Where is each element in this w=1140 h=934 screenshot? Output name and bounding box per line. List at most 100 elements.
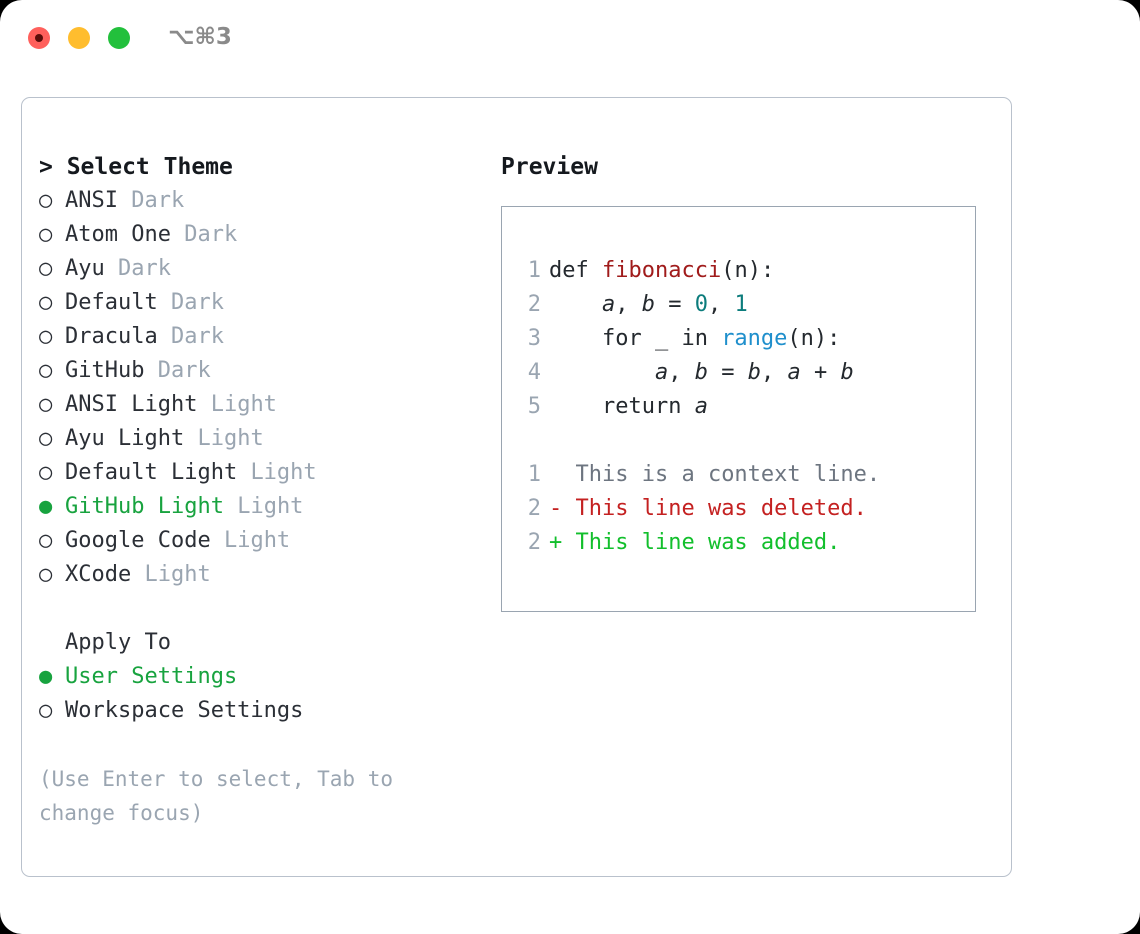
diff-text: This line was added.: [562, 530, 841, 555]
theme-list-header: > Select Theme: [39, 154, 233, 180]
line-number: 1: [527, 462, 541, 487]
radio-unselected-icon: ○: [39, 324, 53, 349]
code-token: b: [694, 360, 708, 385]
code-token: b: [641, 292, 655, 317]
preview-title: Preview: [501, 154, 598, 180]
theme-variant-label: Dark: [170, 324, 224, 349]
theme-variant-label: Dark: [184, 222, 238, 247]
code-token: ,: [760, 360, 788, 385]
theme-option-label: XCode: [65, 562, 132, 587]
theme-option-label: Dracula: [65, 324, 158, 349]
theme-option-dracula[interactable]: ○ Dracula Dark: [39, 320, 469, 354]
apply-to-option-workspace-settings[interactable]: ○Workspace Settings: [39, 694, 469, 728]
theme-option-label: ANSI Light: [65, 392, 198, 417]
line-number: 3: [527, 326, 541, 351]
theme-variant-label: Light: [210, 392, 277, 417]
radio-unselected-icon: ○: [39, 188, 53, 213]
radio-unselected-icon: ○: [39, 562, 53, 587]
code-token: a: [787, 360, 801, 385]
code-token: (n):: [787, 326, 841, 351]
code-token: +: [800, 360, 841, 385]
keyboard-shortcut-label: ⌥⌘3: [168, 24, 232, 50]
line-number: 4: [527, 360, 541, 385]
theme-option-github[interactable]: ○ GitHub Dark: [39, 354, 469, 388]
theme-picker-column: > Select Theme ○ANSI Dark○Atom One Dark○…: [39, 150, 469, 830]
theme-variant-label: Dark: [170, 290, 224, 315]
theme-option-github-light[interactable]: ●GitHub Light Light: [39, 490, 469, 524]
diff-line-text: This is a context line.: [549, 462, 880, 487]
diff-sign: +: [549, 530, 563, 555]
theme-option-label: ANSI: [65, 188, 118, 213]
code-token: 0: [694, 292, 708, 317]
theme-variant-label: Light: [237, 494, 304, 519]
theme-variant-label: Light: [250, 460, 317, 485]
theme-option-label: Ayu: [65, 256, 105, 281]
keyboard-hint: (Use Enter to select, Tab to change focu…: [39, 767, 394, 825]
apply-to-option-user-settings[interactable]: ● User Settings: [39, 660, 469, 694]
code-token: (n):: [721, 258, 775, 283]
code-token: fibonacci: [601, 258, 722, 283]
theme-option-default[interactable]: ○Default Dark: [39, 286, 469, 320]
line-number: 2: [527, 530, 541, 555]
theme-option-ayu-light[interactable]: ○Ayu Light Light: [39, 422, 469, 456]
code-token: a: [601, 292, 616, 317]
code-token: 1: [734, 292, 748, 317]
maximize-window-button[interactable]: [108, 27, 130, 49]
apply-to-option-label: Workspace Settings: [65, 698, 304, 723]
theme-variant-label: Dark: [118, 256, 171, 281]
theme-option-label: Google Code: [65, 528, 211, 553]
theme-variant-label: Light: [197, 426, 264, 451]
theme-option-google-code[interactable]: ○Google Code Light: [39, 524, 469, 558]
code-token: b: [747, 360, 761, 385]
diff-line: 1 This is a context line.: [515, 458, 965, 492]
code-token: =: [654, 292, 695, 317]
theme-option-label: GitHub: [65, 358, 145, 383]
apply-to-header: Apply To: [65, 630, 171, 655]
theme-option-ayu[interactable]: ○ Ayu Dark: [39, 252, 469, 286]
radio-unselected-icon: ○: [39, 426, 53, 451]
radio-selected-icon: ●: [39, 664, 53, 689]
theme-option-label: Atom One: [65, 222, 171, 247]
radio-unselected-icon: ○: [39, 460, 53, 485]
code-token: for _ in: [549, 326, 722, 351]
theme-variant-label: Dark: [157, 358, 211, 383]
radio-unselected-icon: ○: [39, 392, 53, 417]
diff-line: 2- This line was deleted.: [515, 492, 965, 526]
radio-unselected-icon: ○: [39, 222, 53, 247]
code-line: 3 for _ in range(n):: [515, 322, 965, 356]
code-token: [549, 292, 602, 317]
line-number: 2: [527, 496, 541, 521]
diff-sign: [549, 462, 562, 487]
code-token: ,: [615, 292, 642, 317]
code-token: ,: [668, 360, 695, 385]
main-panel: > Select Theme ○ANSI Dark○Atom One Dark○…: [21, 97, 1012, 877]
apply-to-list: ● User Settings ○Workspace Settings: [39, 660, 469, 728]
minimize-window-button[interactable]: [68, 27, 90, 49]
apply-to-option-label: User Settings: [65, 664, 238, 689]
theme-variant-label: Dark: [131, 188, 185, 213]
code-token: =: [707, 360, 748, 385]
theme-variant-label: Light: [144, 562, 211, 587]
code-token: return: [549, 394, 695, 419]
code-line: 2 a, b = 0, 1: [515, 288, 965, 322]
theme-option-xcode[interactable]: ○ XCode Light: [39, 558, 469, 592]
close-window-button[interactable]: [28, 27, 50, 49]
code-token: def: [549, 258, 602, 283]
theme-list: ○ANSI Dark○Atom One Dark○Ayu Dark○Defaul…: [39, 184, 469, 592]
radio-unselected-icon: ○: [39, 256, 53, 281]
theme-option-atom-one[interactable]: ○ Atom One Dark: [39, 218, 469, 252]
radio-selected-icon: ●: [39, 494, 53, 519]
radio-unselected-icon: ○: [39, 528, 53, 553]
theme-option-ansi-light[interactable]: ○ ANSI Light Light: [39, 388, 469, 422]
theme-option-default-light[interactable]: ○Default Light Light: [39, 456, 469, 490]
line-number: 5: [527, 394, 541, 419]
radio-unselected-icon: ○: [39, 358, 53, 383]
spacer: [39, 592, 469, 626]
diff-text: This is a context line.: [562, 462, 881, 487]
theme-option-ansi[interactable]: ○ ANSI Dark: [39, 184, 469, 218]
